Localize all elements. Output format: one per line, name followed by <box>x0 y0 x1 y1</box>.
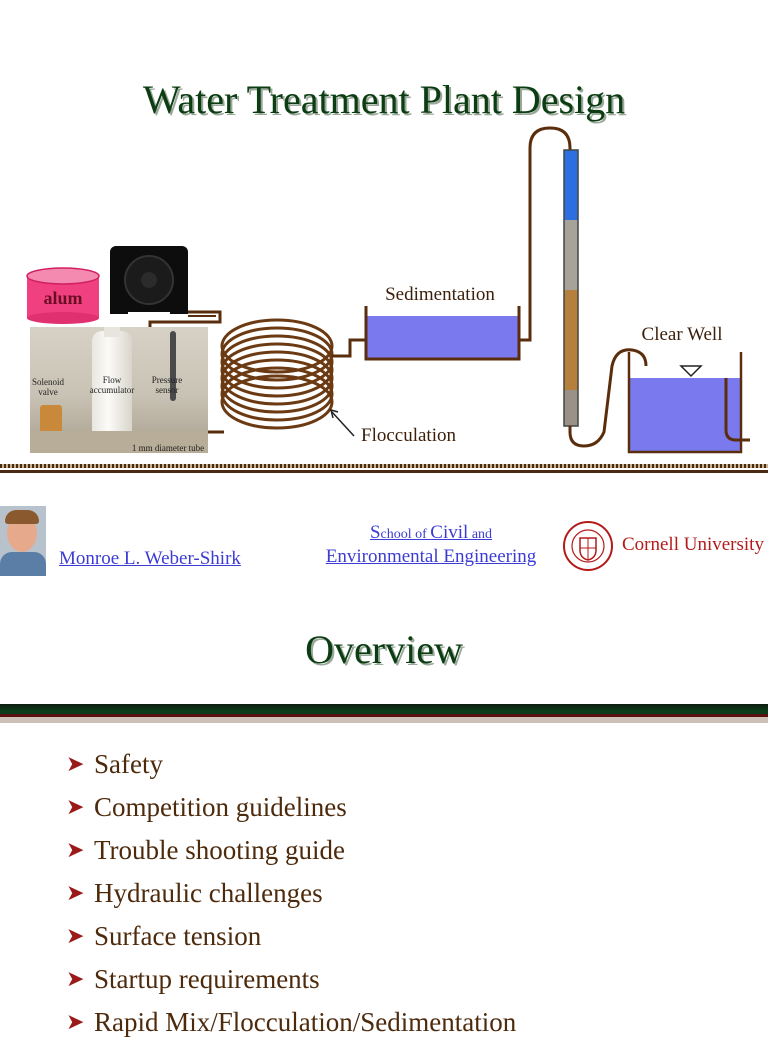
footer-rule <box>0 470 768 473</box>
university-name: Cornell University <box>622 534 764 555</box>
list-item-text: Trouble shooting guide <box>94 835 346 865</box>
sedimentation-label: Sedimentation <box>385 284 495 305</box>
list-item-text: Rapid Mix/Flocculation/Sedimentation <box>94 1007 517 1037</box>
filter-column <box>563 149 579 427</box>
sedimentation-tank: Sedimentation <box>364 284 521 361</box>
arrow-bullet-icon: ➤ <box>66 837 85 862</box>
list-item: ➤ Surface tension <box>66 918 516 961</box>
photo-label-tube: 1 mm diameter tube <box>131 443 205 453</box>
title-rule-green <box>0 704 768 714</box>
apparatus-photo: Solenoid valve Flow accumulator Pressure… <box>30 327 208 453</box>
department-link[interactable]: School of Civil and Environmental Engine… <box>312 522 550 568</box>
list-item-text: Surface tension <box>94 921 262 951</box>
slide-title: Water Treatment Plant Design <box>142 77 626 122</box>
title-rule-red <box>0 714 768 717</box>
list-item: ➤ Competition guidelines <box>66 789 516 832</box>
photo-label-valve: Solenoid valve <box>31 377 64 397</box>
arrow-bullet-icon: ➤ <box>66 923 85 948</box>
overview-title: Overview <box>305 627 463 672</box>
overview-list: ➤ Safety ➤ Competition guidelines ➤ Trouble… <box>66 746 516 1047</box>
flocculation-label: Flocculation <box>361 425 456 446</box>
cornell-seal-icon <box>563 521 613 571</box>
list-item-text: Hydraulic challenges <box>94 878 323 908</box>
dept-and: and <box>468 527 493 542</box>
arrow-bullet-icon: ➤ <box>66 1009 85 1034</box>
list-item: ➤ Trouble shooting guide <box>66 832 516 875</box>
list-item-text: Safety <box>94 749 163 779</box>
author-link[interactable]: Monroe L. Weber-Shirk <box>59 548 241 569</box>
list-item: ➤ Hydraulic challenges <box>66 875 516 918</box>
alum-label: alum <box>43 288 82 308</box>
alum-tank: alum <box>26 267 100 324</box>
dept-school-of: chool of <box>380 527 431 542</box>
arrow-bullet-icon: ➤ <box>66 794 85 819</box>
pump-icon <box>110 246 188 314</box>
dept-line2: Environmental Engineering <box>325 546 537 567</box>
treatment-plant-diagram: alum Sedi <box>26 126 750 454</box>
slide-1: Water Treatment Plant Design alum <box>0 77 768 576</box>
photo-label-sensor: Pressure sensor <box>151 375 183 395</box>
list-item-text: Competition guidelines <box>94 792 347 822</box>
dept-civil: Civil <box>430 522 469 543</box>
solenoid-valve <box>40 405 62 437</box>
title-rule-shadow <box>0 717 768 723</box>
list-item-text: Startup requirements <box>94 964 320 994</box>
arrow-bullet-icon: ➤ <box>66 880 85 905</box>
photo-label-accumulator: Flow accumulator <box>89 375 135 395</box>
footer-rule-hatched <box>0 464 768 468</box>
author-avatar <box>0 506 46 576</box>
list-item: ➤ Startup requirements <box>66 961 516 1004</box>
list-item: ➤ Rapid Mix/Flocculation/Sedimentation <box>66 1004 516 1047</box>
clear-well-tank: Clear Well <box>627 324 750 454</box>
clear-well-label: Clear Well <box>642 324 723 345</box>
dept-initial: S <box>369 522 381 543</box>
arrow-bullet-icon: ➤ <box>66 966 85 991</box>
flocculation-coil-icon <box>220 318 334 430</box>
arrow-bullet-icon: ➤ <box>66 751 85 776</box>
list-item: ➤ Safety <box>66 746 516 789</box>
